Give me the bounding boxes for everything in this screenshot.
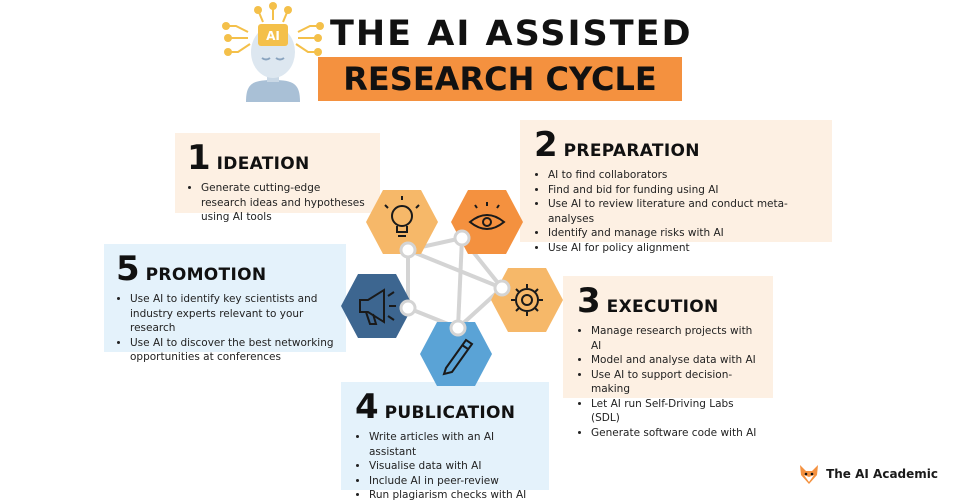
title-line-2: RESEARCH CYCLE xyxy=(343,60,657,98)
list-item: Identify and manage risks with AI xyxy=(548,226,818,241)
stage-item-list: Manage research projects with AI Model a… xyxy=(577,324,759,440)
stage-number: 5 xyxy=(116,249,140,289)
stage-number: 1 xyxy=(187,138,211,178)
title-line-1: THE AI ASSISTED xyxy=(330,14,693,54)
list-item: Use AI to identify key scientists and in… xyxy=(130,292,334,336)
stage-number: 4 xyxy=(355,387,379,427)
fox-icon xyxy=(800,465,819,484)
megaphone-icon xyxy=(359,288,396,325)
list-item: Let AI run Self-Driving Labs (SDL) xyxy=(591,397,759,426)
lightbulb-icon xyxy=(384,196,420,237)
ai-robot-head-icon: AI xyxy=(222,2,324,102)
list-item: Use AI to discover the best networking o… xyxy=(130,336,334,365)
stage-title: PROMOTION xyxy=(145,265,267,285)
stage-title: IDEATION xyxy=(216,154,310,174)
stage-item-list: AI to find collaborators Find and bid fo… xyxy=(534,168,818,255)
list-item: Model and analyse data with AI xyxy=(591,353,759,368)
stage-number: 2 xyxy=(534,125,558,165)
eye-icon xyxy=(468,202,506,230)
stage-item-list: Write articles with an AI assistant Visu… xyxy=(355,430,535,503)
stage-item-list: Generate cutting-edge research ideas and… xyxy=(187,181,368,225)
cycle-nodes xyxy=(399,229,511,337)
stage-title: EXECUTION xyxy=(606,297,719,317)
brand-name: The AI Academic xyxy=(826,467,938,481)
stage-title: PUBLICATION xyxy=(384,403,516,423)
stage-title: PREPARATION xyxy=(563,141,700,161)
list-item: Use AI to support decision-making xyxy=(591,368,759,397)
list-item: Run plagiarism checks with AI xyxy=(369,488,535,503)
ai-chip-label: AI xyxy=(266,29,280,43)
title-highlight-band xyxy=(318,57,682,101)
publication-hexagon xyxy=(420,322,492,386)
list-item: Manage research projects with AI xyxy=(591,324,759,353)
list-item: Write articles with an AI assistant xyxy=(369,430,535,459)
stage-number: 3 xyxy=(577,281,601,321)
execution-hexagon xyxy=(491,268,563,332)
list-item: Generate cutting-edge research ideas and… xyxy=(201,181,368,225)
promotion-hexagon xyxy=(341,274,413,338)
footer-brand: The AI Academic xyxy=(798,463,938,485)
list-item: Include AI in peer-review xyxy=(369,474,535,489)
list-item: AI to find collaborators xyxy=(548,168,818,183)
list-item: Use AI for policy alignment xyxy=(548,241,818,256)
list-item: Use AI to review literature and conduct … xyxy=(548,197,818,226)
ideation-hexagon xyxy=(366,190,438,254)
list-item: Find and bid for funding using AI xyxy=(548,183,818,198)
pencil-icon xyxy=(442,338,474,376)
list-item: Visualise data with AI xyxy=(369,459,535,474)
research-cycle-diagram xyxy=(341,190,563,386)
list-item: Generate software code with AI xyxy=(591,426,759,441)
gear-icon xyxy=(511,284,543,316)
stage-item-list: Use AI to identify key scientists and in… xyxy=(116,292,334,365)
